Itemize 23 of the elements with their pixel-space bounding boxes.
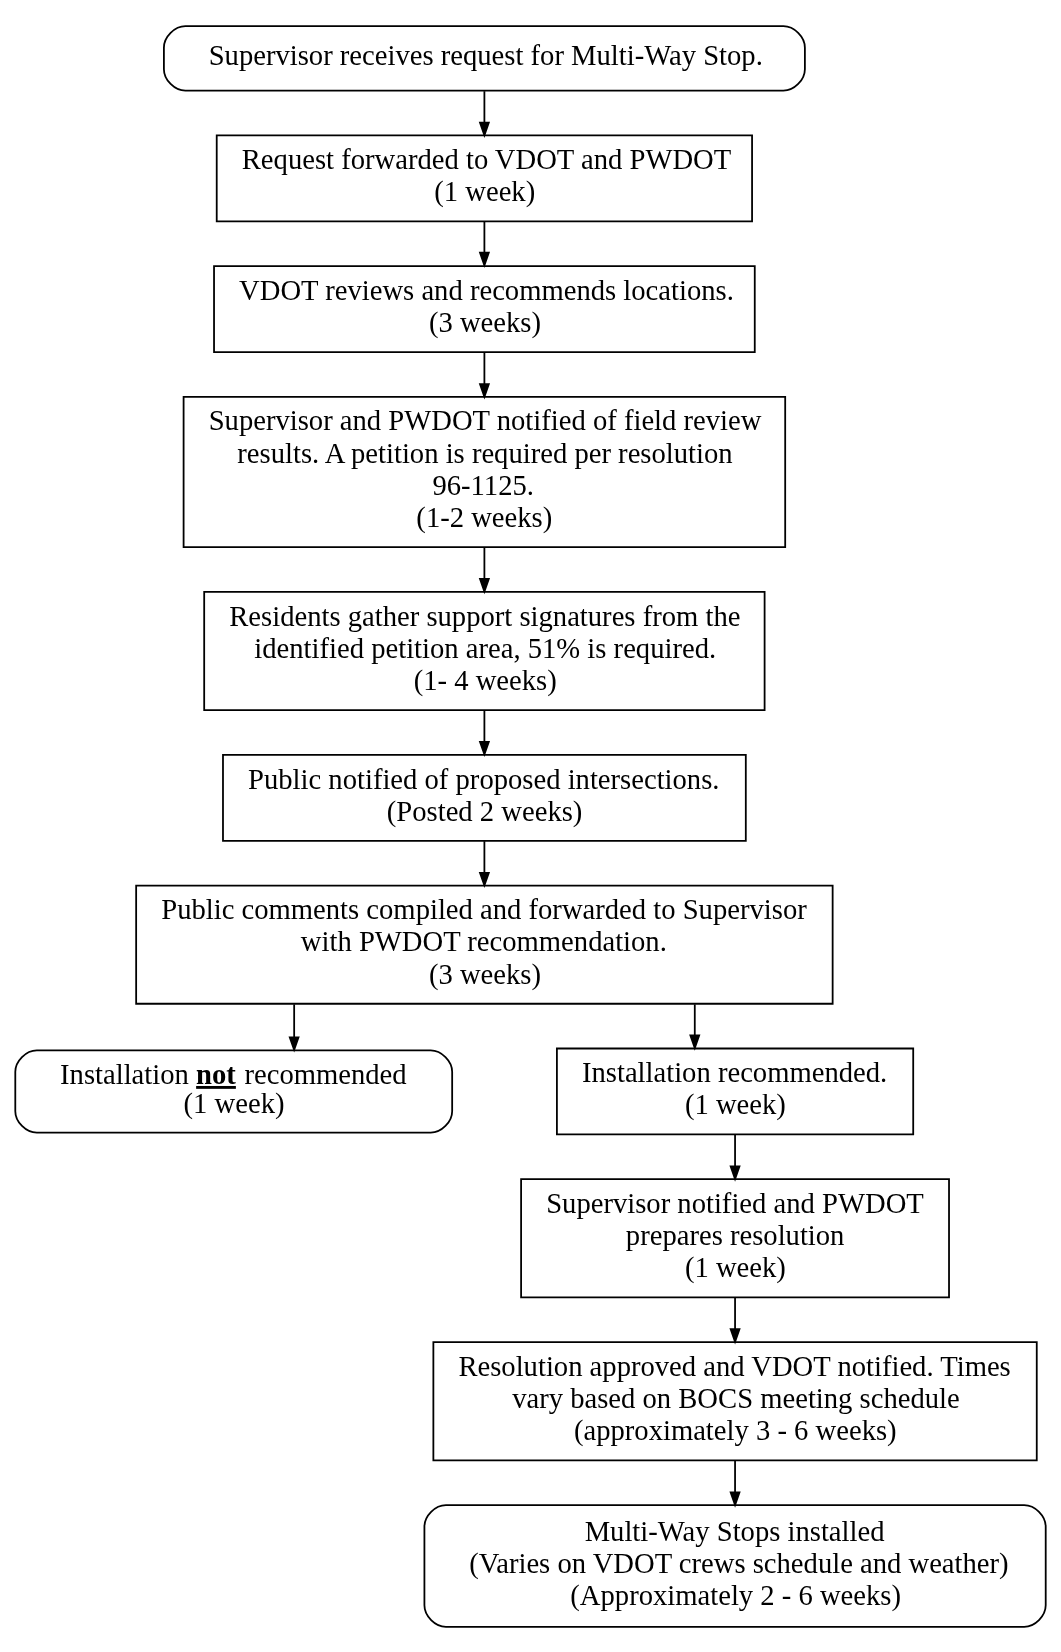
arrow [689,1003,701,1051]
node-box: Request forwarded to VDOT and PWDOT (1 week) [215,134,753,222]
node-box: VDOT reviews and recommends locations. (3 weeks) [213,264,756,353]
node-box: Installation not recommended (1 week) [14,1048,454,1134]
arrow [729,1459,741,1508]
node-box: Supervisor notified and PWDOT prepares resolution (1 week) [520,1177,950,1298]
node-box: Public comments compiled and forwarded to Supervisor with PWDOT recommendation. (3 weeks) [135,884,834,1005]
arrow [288,1003,300,1052]
arrow [478,220,491,268]
arrow [478,546,491,594]
arrow [478,709,491,757]
arrow [478,89,491,138]
arrow [478,351,491,399]
node-box: Public notified of proposed intersections. (Posted 2 weeks) [222,753,747,842]
arrow [729,1296,741,1344]
node-box: Supervisor receives request for Multi-Way Stop. [163,24,806,91]
node-box: Residents gather support signatures from the identified petition area, 51% is required. (1- 4 weeks) [203,590,766,711]
node-box: Supervisor and PWDOT notified of field review results. A petition is required per resolution 96-1125. (1-2 weeks) [182,395,787,548]
node-box: Installation recommended. (1 week) [556,1047,915,1135]
arrow [478,839,491,888]
arrow [729,1133,741,1182]
node-box: Resolution approved and VDOT notified. Times vary based on BOCS meeting schedule (approximately 3 - 6 weeks) [432,1340,1038,1461]
node-box: Multi-Way Stops installed (Varies on VDOT crews schedule and weather) (Approximately 2 - 6 weeks) [423,1503,1047,1628]
